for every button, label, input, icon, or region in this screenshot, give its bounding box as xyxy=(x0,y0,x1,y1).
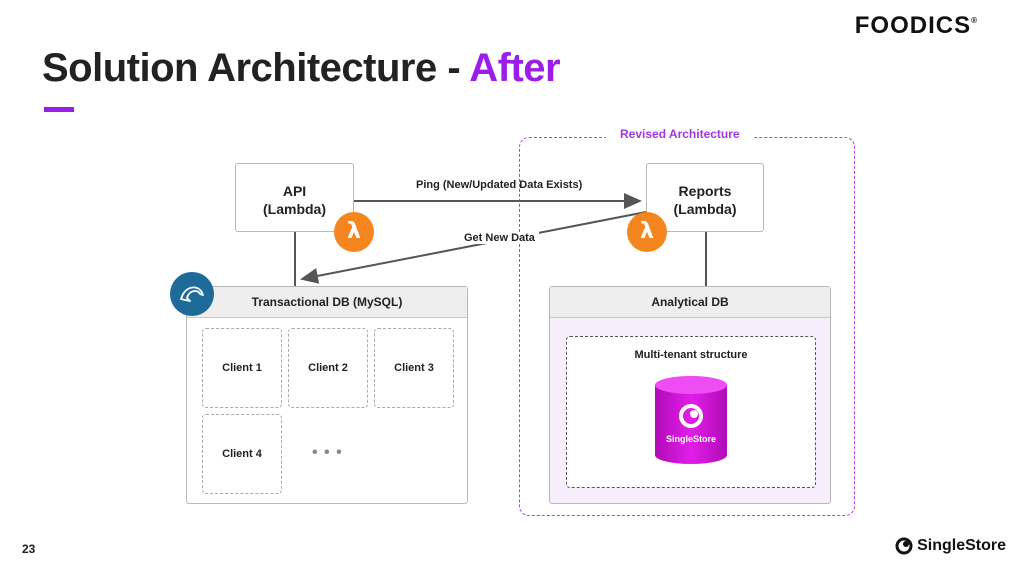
api-lambda-box: API (Lambda) xyxy=(235,163,354,232)
foodics-logo-text: FOODICS xyxy=(854,12,972,39)
singlestore-logo: SingleStore xyxy=(895,537,1006,555)
singlestore-logo-icon xyxy=(895,537,913,555)
revised-architecture-label: Revised Architecture xyxy=(606,127,754,141)
analytical-db-title: Analytical DB xyxy=(550,287,830,318)
reports-box-subtitle: (Lambda) xyxy=(673,201,737,217)
client-box: Client 2 xyxy=(288,328,368,408)
client-label: Client 4 xyxy=(222,448,262,460)
multi-tenant-label: Multi-tenant structure xyxy=(634,349,748,361)
transactional-db-title: Transactional DB (MySQL) xyxy=(187,287,467,318)
client-box: Client 3 xyxy=(374,328,454,408)
singlestore-logo-text: SingleStore xyxy=(917,537,1006,554)
reports-box-title: Reports xyxy=(678,183,732,199)
singlestore-database-icon: SingleStore xyxy=(655,376,727,464)
client-box: Client 1 xyxy=(202,328,282,408)
client-label: Client 3 xyxy=(394,362,434,374)
slide-title: Solution Architecture - After xyxy=(42,46,561,91)
transactional-db-container: Transactional DB (MySQL) xyxy=(186,286,468,504)
get-new-data-arrow xyxy=(300,211,647,284)
slide-title-main: Solution Architecture - xyxy=(42,46,470,90)
slide-title-accent: After xyxy=(469,46,561,90)
more-clients-ellipsis: • • • xyxy=(312,444,343,461)
api-box-title: API xyxy=(282,183,307,199)
aws-lambda-icon: λ xyxy=(334,212,374,252)
ping-arrow-label: Ping (New/Updated Data Exists) xyxy=(416,179,583,191)
get-new-data-label: Get New Data xyxy=(460,232,539,244)
cylinder-shape xyxy=(655,376,727,464)
reports-lambda-box: Reports (Lambda) xyxy=(646,163,764,232)
page-number: 23 xyxy=(22,542,36,556)
client-box: Client 4 xyxy=(202,414,282,494)
aws-lambda-icon: λ xyxy=(627,212,667,252)
registered-mark: ® xyxy=(971,16,978,25)
foodics-logo: FOODICS® xyxy=(855,12,978,40)
mysql-dolphin-icon xyxy=(170,272,214,316)
dolphin-glyph xyxy=(180,286,204,302)
api-box-subtitle: (Lambda) xyxy=(263,201,326,217)
client-label: Client 1 xyxy=(222,362,262,374)
client-label: Client 2 xyxy=(308,362,348,374)
title-underline xyxy=(44,107,74,112)
cylinder-label: SingleStore xyxy=(665,434,716,444)
